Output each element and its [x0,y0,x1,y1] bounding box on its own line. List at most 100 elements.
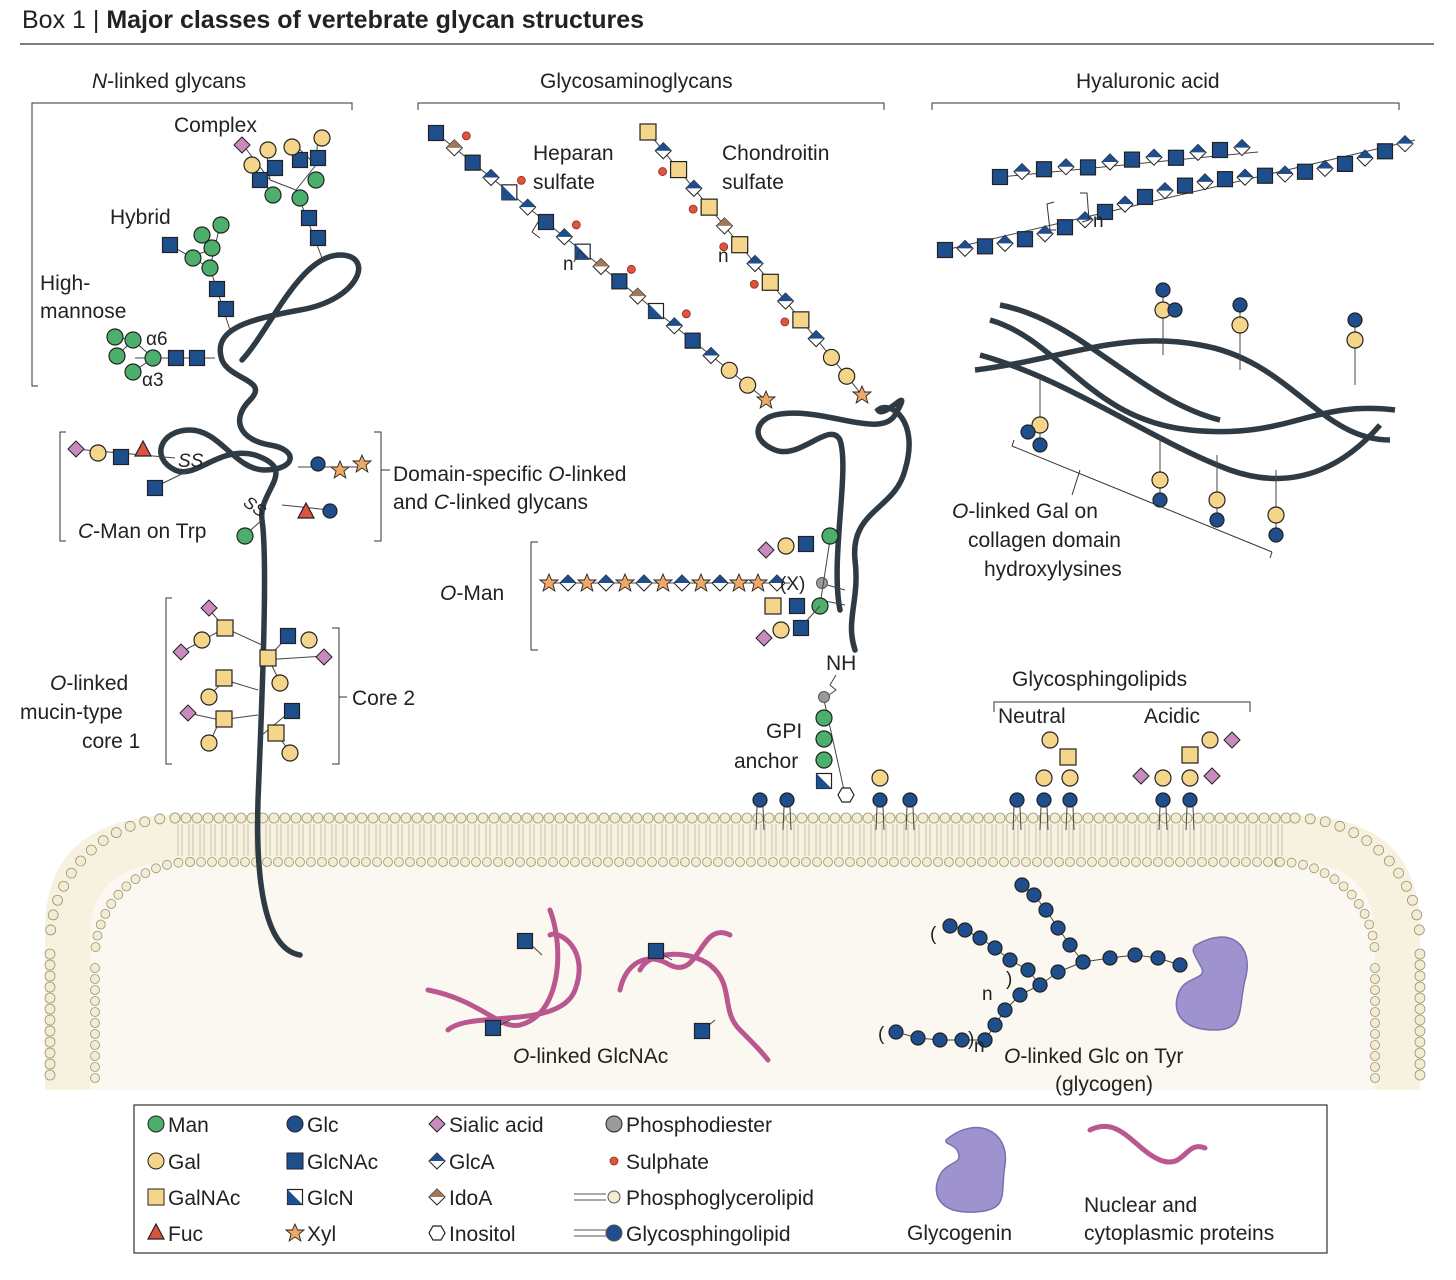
lipid-head [675,812,687,824]
lipid-head [44,1014,56,1026]
chondroitin-n-label: n [718,246,729,267]
lipid-head [851,812,863,824]
sulfate-group [658,167,667,176]
chondroitin-residue [777,292,795,310]
hyaluronic-residue [1211,141,1229,159]
lipid-head [658,857,668,867]
heparan-label-1: Heparan [533,142,614,165]
lipid-head [169,812,181,824]
lipid-head [1289,812,1301,824]
lipid-head [460,857,470,867]
lipid-head [44,981,56,993]
lipid-head [1137,812,1149,824]
glycogen-label-1: O-linked Glc on Tyr [1004,1045,1183,1068]
glycogen-paren-3: ( [878,1024,885,1045]
lipid-head [1414,1014,1426,1026]
lipid-head [928,812,940,824]
legend-proteins-label-2: cytoplasmic proteins [1084,1222,1274,1245]
collagen-gal [1346,331,1364,349]
lipid-head [44,1025,56,1037]
gpi-label-2: anchor [734,750,798,773]
glycogen-glc [1172,957,1188,973]
legend-glycogenin-label: Glycogenin [907,1222,1012,1245]
lipid-head [444,812,456,824]
lipid-head [1054,857,1064,867]
o-man-residue [559,574,577,592]
heparan-residue [482,169,500,186]
lipid-head [367,812,379,824]
legend-label: Phosphodiester [626,1114,772,1137]
lipid-head [90,1051,100,1061]
lipid-head [933,857,943,867]
lipid-head [394,857,404,867]
mucin-label-2: mucin-type [20,701,123,724]
hyaluronic-residue [1296,163,1314,180]
lipid-head [106,898,117,909]
lipid-head [339,857,349,867]
lipid-head [493,857,503,867]
collagen-glc [1155,282,1171,298]
heparan-residue [519,198,537,216]
heparan-residue [647,302,665,320]
lipid-head [1049,812,1061,824]
figure-header: Box 1 | Major classes of vertebrate glyc… [22,6,644,35]
sulfate-group [626,264,636,274]
hyaluronic-residue [956,239,974,257]
glycogen-glc [1002,952,1018,968]
gsl-neutral-label: Neutral [998,705,1066,728]
collagen-glc [1268,527,1284,543]
legend-label: Glycosphingolipid [626,1223,791,1246]
glycogen-glc [957,922,973,938]
o-man-glycans: O-Man (X) [440,527,846,651]
lipid-head [345,812,357,824]
o-man-residue [729,573,749,592]
lipid-head [110,827,122,839]
collagen-label-1: O-linked Gal on [952,500,1098,523]
glycogen-glc [1075,954,1091,970]
lipid-head [140,868,151,879]
lipid-head [1414,981,1426,993]
lipid-head [900,857,910,867]
lipid-head [680,857,690,867]
alpha6-label: α6 [146,329,168,350]
chondroitin-residue [669,160,688,179]
lipid-head [151,863,161,874]
mucin-label-3: core 1 [82,730,140,753]
chondroitin-residue [792,311,810,329]
sulfate-group [719,242,729,252]
lipid-head [972,812,984,824]
lipid-head [983,812,995,824]
lipid-head [565,812,577,824]
lipid-head [411,812,423,824]
lipid-head [1065,857,1075,867]
lipid-tail [905,806,915,831]
hyaluronic-residue [1116,195,1134,213]
lipid-head [840,812,852,824]
lipid-tail [755,806,765,831]
lipid-head [44,970,56,982]
hybrid-label: Hybrid [110,206,171,229]
legend-label: GlcN [307,1187,354,1210]
lipid-head [1027,812,1039,824]
glycogen-glc [1050,920,1066,936]
lipid-head [917,812,929,824]
chondroitin-residue [639,123,657,141]
figure-title: Major classes of vertebrate glycan struc… [106,6,645,34]
lipid-head [196,857,206,867]
lipid-head [1280,812,1292,824]
gsl-title: Glycosphingolipids [1012,668,1187,691]
lipid-head [977,857,987,867]
collagen-label-3: hydroxylysines [984,558,1122,581]
lipid-head [1370,974,1380,984]
lipid-head [1131,857,1141,867]
legend-item: GlcA [428,1151,495,1174]
lipid-head [504,857,514,867]
lipid-tail [1039,806,1049,831]
gsl-glc [752,792,768,808]
glycogen-glc [1127,947,1143,963]
glycogen-glc [1102,950,1118,966]
lipid-head [790,857,800,867]
lipid-head [955,857,965,867]
sulfate-group [461,131,471,141]
